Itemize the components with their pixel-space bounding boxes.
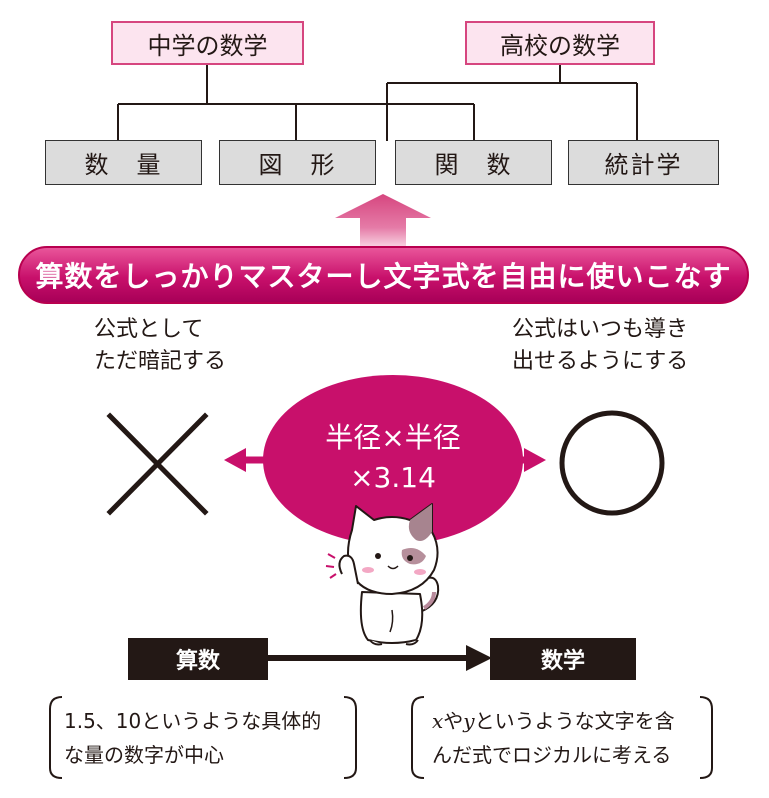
left-note-line: ただ暗記する: [94, 349, 227, 374]
category-middle-school: 中学の数学: [111, 21, 304, 65]
topic-quantity-label: 数 量: [84, 151, 163, 179]
topic-statistics-label: 統計学: [604, 151, 683, 179]
variable-y: y: [463, 709, 475, 733]
formula-text: 半径×半径 ×3.14: [268, 418, 518, 498]
arithmetic-description: 1.5、10というような具体的 な量の数字が中心: [64, 704, 321, 772]
formula-line: ×3.14: [350, 461, 436, 494]
variable-x: x: [432, 709, 444, 733]
main-banner-text: 算数をしっかりマスターし文字式を自由に使いこなす: [35, 260, 732, 293]
category-high-school: 高校の数学: [465, 21, 655, 65]
main-banner: 算数をしっかりマスターし文字式を自由に使いこなす: [18, 246, 749, 304]
topic-geometry: 図 形: [219, 140, 376, 185]
topic-statistics: 統計学: [568, 140, 719, 185]
up-arrow: [335, 194, 431, 250]
topic-geometry-label: 図 形: [258, 151, 337, 179]
math-description-line: んだ式でロジカルに考える: [432, 743, 672, 767]
flow-arithmetic-box: 算数: [128, 638, 268, 680]
right-note-line: 公式はいつも導き: [512, 317, 689, 342]
formula-line: 半径×半径: [325, 421, 461, 454]
topic-functions: 関 数: [395, 140, 552, 185]
arithmetic-description-line: な量の数字が中心: [64, 743, 224, 767]
left-note-line: 公式として: [94, 317, 204, 342]
math-description: xやyというような文字を含 んだ式でロジカルに考える: [432, 704, 675, 772]
right-note-line: 出せるようにする: [512, 349, 689, 374]
math-description-text: というような文字を含: [474, 709, 675, 733]
formula-ellipse: [263, 375, 523, 545]
left-note: 公式として ただ暗記する: [94, 314, 226, 378]
math-description-line: xやyというような文字を含: [432, 704, 675, 738]
math-description-text: や: [443, 709, 464, 733]
right-note: 公式はいつも導き 出せるようにする: [512, 314, 688, 378]
topic-functions-label: 関 数: [434, 151, 513, 179]
category-high-school-label: 高校の数学: [500, 31, 620, 60]
flow-math-box: 数学: [490, 638, 636, 680]
category-middle-school-label: 中学の数学: [147, 31, 268, 60]
cat-mascot-icon: [325, 503, 440, 646]
arithmetic-description-line: 1.5、10というような具体的: [64, 709, 322, 733]
flow-math-label: 数学: [540, 649, 585, 674]
topic-quantity: 数 量: [45, 140, 202, 185]
flow-arithmetic-label: 算数: [175, 649, 220, 674]
